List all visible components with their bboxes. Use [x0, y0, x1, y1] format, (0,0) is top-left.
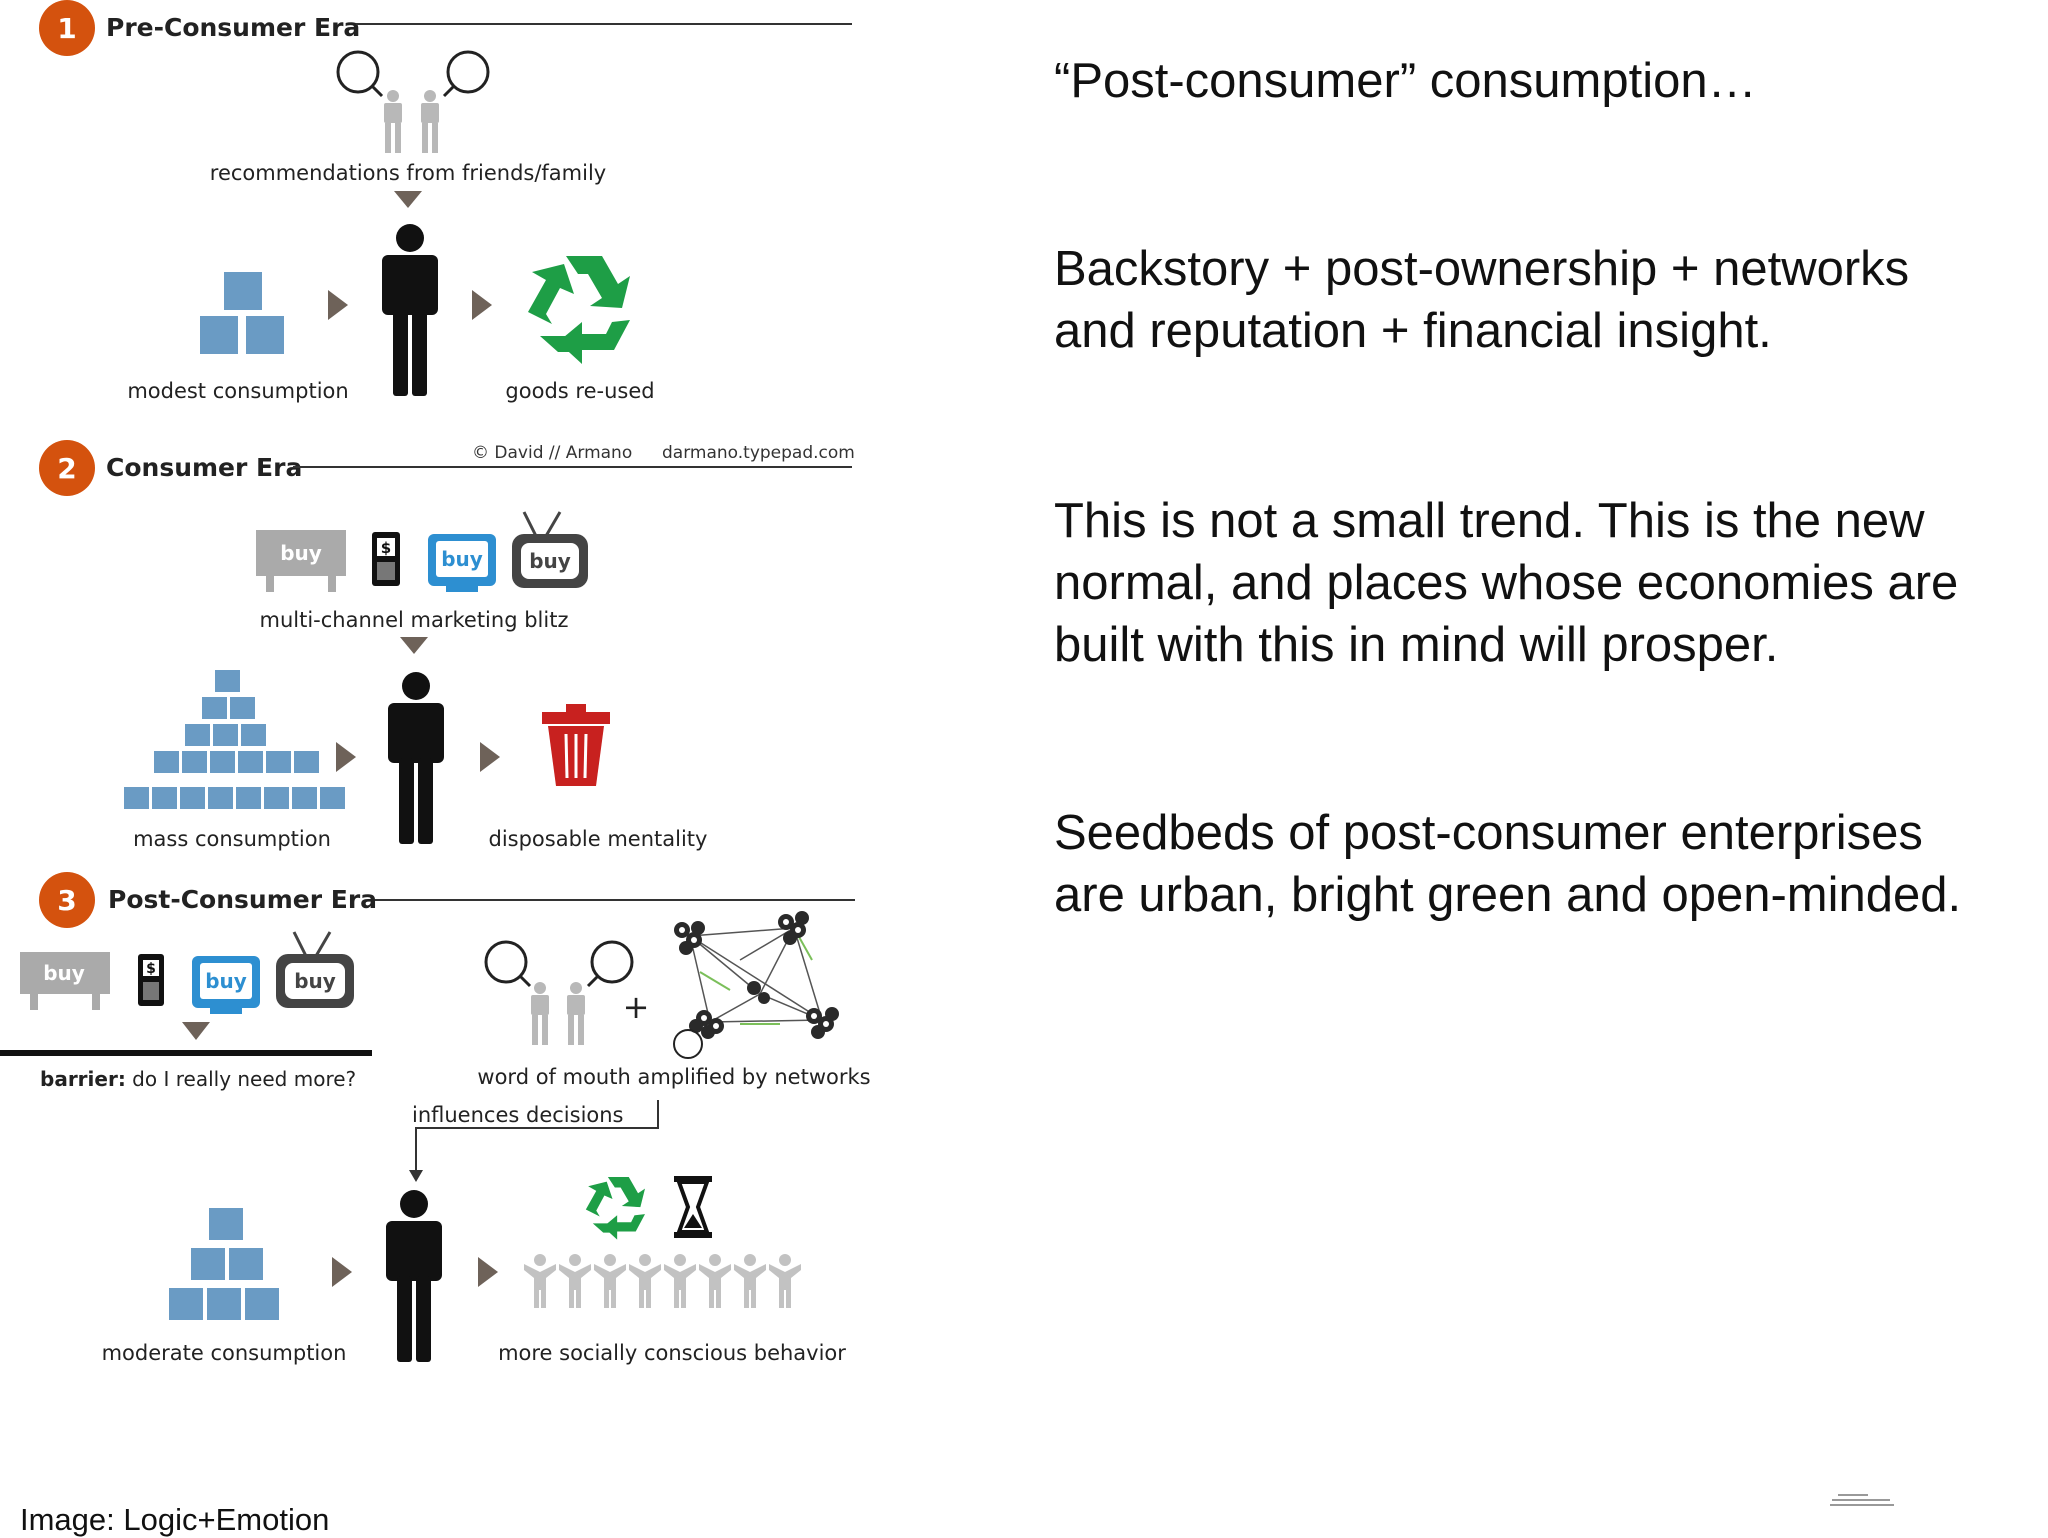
buy-label: buy [294, 969, 336, 993]
buy-label: buy [529, 549, 571, 573]
slide-paragraph-new-normal: This is not a small trend. This is the n… [1054, 494, 1959, 672]
phone-icon: $ [138, 954, 164, 1006]
magnifier-icon [442, 50, 490, 98]
box-stack-icon [169, 1208, 279, 1320]
person-icon [386, 1190, 442, 1362]
left-label: moderate consumption [102, 1341, 347, 1365]
buy-label: buy [43, 961, 85, 985]
phone-symbol: $ [146, 961, 156, 977]
person-icon [421, 90, 439, 153]
person-icon [567, 982, 585, 1045]
arrow-down-icon [182, 1022, 210, 1040]
magnifier-icon [484, 940, 532, 988]
tv-icon: buy [276, 931, 354, 1008]
box-pyramid-icon [124, 670, 345, 809]
influence-label: influences decisions [412, 1103, 624, 1127]
section-number-badge [39, 0, 95, 56]
section-number-badge [39, 872, 95, 928]
section-number: 1 [57, 12, 76, 45]
barrier-label: barrier: do I really need more? [40, 1067, 356, 1091]
image-credit: Image: Logic+Emotion [20, 1502, 330, 1537]
arrow-right-icon [336, 742, 356, 772]
left-label: mass consumption [133, 827, 331, 851]
buy-label: buy [441, 547, 483, 571]
buy-label: buy [280, 541, 322, 565]
hourglass-icon [674, 1176, 712, 1238]
barrier-line [0, 1050, 372, 1056]
section-number: 3 [57, 884, 76, 917]
plus-sign: + [623, 988, 650, 1026]
section-consumer-era: 2 Consumer Era buy $ buy buy mu [39, 440, 852, 851]
phone-icon: $ [372, 532, 400, 586]
arrow-down-icon [400, 637, 428, 654]
trash-can-icon [542, 704, 610, 786]
section-number-badge [39, 440, 95, 496]
arrow-right-icon [472, 290, 492, 320]
section-title: Pre-Consumer Era [106, 13, 360, 42]
computer-monitor-icon: buy [192, 956, 260, 1014]
computer-monitor-icon: buy [428, 534, 496, 592]
arrow-right-icon [478, 1257, 498, 1287]
recycle-icon [585, 1177, 645, 1240]
right-label: goods re-used [505, 379, 654, 403]
arrow-right-icon [328, 290, 348, 320]
person-icon [531, 982, 549, 1045]
arrow-right-icon [332, 1257, 352, 1287]
section-pre-consumer-era: 1 Pre-Consumer Era recommendations from … [39, 0, 852, 403]
crowd-icon [524, 1254, 801, 1308]
source-label: recommendations from friends/family [210, 161, 606, 185]
magnifier-icon [586, 940, 634, 988]
right-label: more socially conscious behavior [498, 1341, 846, 1365]
slide-heading: “Post-consumer” consumption… [1054, 54, 1757, 108]
billboard-icon: buy [256, 530, 346, 592]
copyright-text: © David // Armano [472, 443, 632, 463]
phone-symbol: $ [381, 539, 391, 557]
person-icon [388, 672, 444, 844]
section-post-consumer-era: 3 Post-Consumer Era buy $ buy buy [0, 872, 871, 1365]
section-number: 2 [57, 452, 76, 485]
network-icon [673, 911, 839, 1059]
slide-footer-mark [1830, 1494, 1894, 1506]
box-stack-icon [200, 272, 284, 354]
network-label: word of mouth amplified by networks [477, 1065, 870, 1089]
person-icon [384, 90, 402, 153]
billboard-icon: buy [20, 952, 110, 1010]
tv-icon: buy [512, 511, 588, 588]
arrow-right-icon [480, 742, 500, 772]
section-title: Post-Consumer Era [108, 885, 377, 914]
person-icon [382, 224, 438, 396]
recycle-icon [528, 256, 630, 364]
magnifier-icon [336, 50, 384, 98]
left-label: modest consumption [127, 379, 348, 403]
influence-connector [415, 1100, 659, 1172]
buy-label: buy [205, 969, 247, 993]
arrow-down-icon [394, 191, 422, 208]
slide-paragraph-backstory: Backstory + post-ownership + networks an… [1054, 242, 1910, 358]
arrow-down-icon [409, 1170, 423, 1182]
source-label: multi-channel marketing blitz [260, 608, 569, 632]
slide-paragraph-seedbeds: Seedbeds of post-consumer enterprises ar… [1054, 806, 1962, 922]
right-label: disposable mentality [489, 827, 708, 851]
section-title: Consumer Era [106, 453, 302, 482]
source-url: darmano.typepad.com [662, 443, 855, 463]
